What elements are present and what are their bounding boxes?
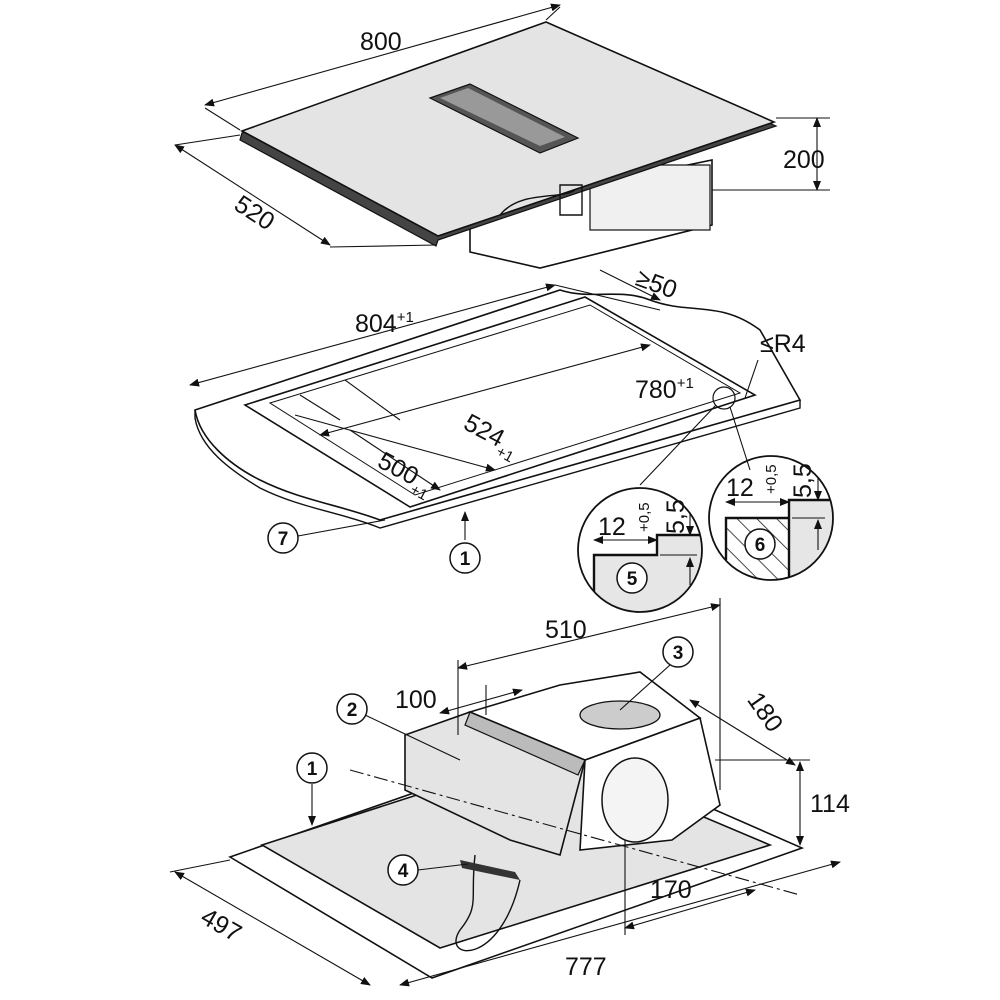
dim-cutout-outer-width: 804+1 [355,309,414,338]
dim-hob-depth: 520 [229,190,279,236]
fan-wheel [601,757,669,843]
dim-fan-length: 510 [545,616,587,644]
callout-3: 3 [673,643,684,664]
dim-line-777 [399,860,841,987]
detail-5-rebate: 12 +0,5 5,5 5 [577,487,703,613]
callout-1-fan: 1 [307,759,318,780]
callout-7: 7 [278,529,289,550]
dim-corner-radius: ≤R4 [760,330,806,358]
dim-base-width: 777 [565,953,607,981]
fan-outlet [579,700,661,730]
dim-line-510 [457,603,721,670]
callout-2: 2 [347,700,358,721]
hob-drawing: 800 520 200 [174,3,830,269]
dim-line-500 [349,429,441,491]
dim-line-100 [439,688,523,715]
dim-line-524 [294,414,496,472]
cable-connector [499,184,583,216]
detail-6-rebate: 12 +0,5 5,5 6 [708,455,834,581]
callout-4: 4 [398,861,409,882]
dim-fan-depth: 180 [741,687,788,737]
rebate-width-tol-5: +0,5 [636,502,653,532]
worktop-cutout-drawing: 804+1 ≥50 ≤R4 780+1 524+1 500+1 7 1 [189,264,806,574]
dim-outlet-offset: 170 [650,876,692,904]
dim-line-50 [599,269,661,301]
dim-line-800 [204,3,561,107]
callout-1-cutout: 1 [460,549,471,570]
callout-6: 6 [755,535,766,556]
rebate-depth-5: 5,5 [662,499,690,534]
dim-hob-height: 200 [783,146,825,174]
dim-hob-width: 800 [360,28,402,56]
dim-line-804 [189,283,556,387]
dim-line-497 [174,871,371,986]
dim-line-520 [174,144,331,246]
rebate-depth-6: 5,5 [789,463,817,498]
dim-cutout-inner-width: 780+1 [635,375,694,404]
dim-fan-offset: 100 [395,686,437,714]
dim-fan-height: 114 [810,790,850,818]
rebate-width-tol-6: +0,5 [763,464,780,494]
fan-unit-drawing: 510 100 180 114 170 497 777 2 3 1 4 [169,598,850,987]
rebate-width-5: 12 [598,513,626,541]
rebate-width-6: 12 [726,474,754,502]
dim-line-180 [689,699,796,766]
dim-line-780 [319,343,651,437]
callout-5: 5 [627,569,638,590]
